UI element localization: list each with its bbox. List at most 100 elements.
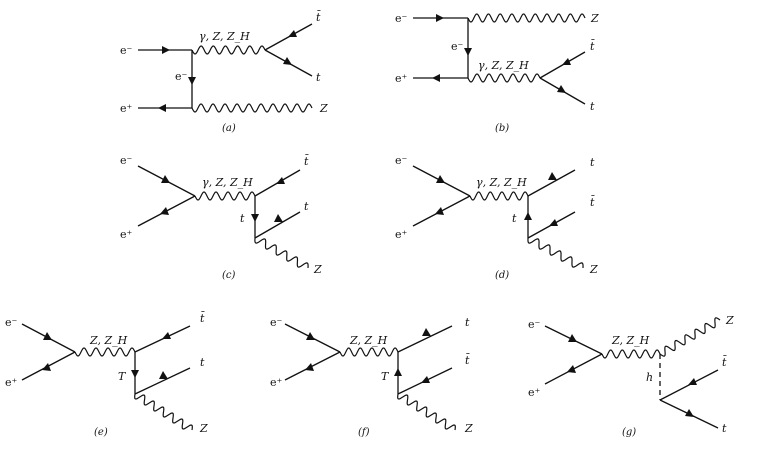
arrow — [421, 376, 430, 383]
label-Z: Z — [725, 314, 734, 327]
label-boson: γ, Z, Z_H — [199, 30, 250, 43]
arrow — [43, 332, 52, 340]
arrow — [568, 334, 577, 342]
label-Z: Z — [464, 422, 473, 435]
label-eminus: e⁻ — [270, 316, 283, 329]
diagram-f: e⁻ e⁺ Z, Z_H T t t̄ Z (f) — [270, 316, 473, 438]
label-eminus-prop: e⁻ — [451, 40, 464, 53]
label-t: t — [316, 71, 321, 84]
z-boson-c — [254, 237, 309, 269]
boson-e — [74, 347, 136, 357]
caption-a: (a) — [222, 123, 236, 134]
label-eminus: e⁻ — [120, 154, 133, 167]
label-eplus: e⁺ — [395, 228, 408, 241]
caption-f: (f) — [358, 427, 370, 438]
label-tbar: t̄ — [304, 155, 309, 168]
arrow — [464, 48, 472, 56]
arrow — [161, 175, 170, 183]
label-t: t — [590, 156, 595, 169]
label-eminus-prop: e⁻ — [175, 70, 188, 83]
arrow — [162, 332, 171, 339]
label-eminus: e⁻ — [5, 316, 18, 329]
label-eminus: e⁻ — [395, 154, 408, 167]
arrow — [524, 212, 532, 220]
label-boson: Z, Z_H — [611, 334, 650, 347]
label-Z: Z — [319, 102, 328, 115]
line-t-d — [527, 169, 576, 197]
caption-e: (e) — [94, 427, 108, 438]
label-eplus: e⁺ — [5, 376, 18, 389]
arrow — [422, 328, 431, 336]
label-t-prop: t — [240, 212, 245, 225]
line-eplus-f — [284, 351, 341, 381]
boson-a — [191, 45, 266, 55]
caption-d: (d) — [495, 270, 509, 281]
label-tbar: t̄ — [590, 196, 595, 209]
z-boson-f — [397, 393, 456, 431]
label-t: t — [304, 200, 309, 213]
label-t: t — [722, 422, 727, 435]
label-Z: Z — [590, 12, 599, 25]
arrow — [562, 58, 571, 65]
label-eminus: e⁻ — [120, 44, 133, 57]
label-eplus: e⁺ — [120, 102, 133, 115]
arrow — [557, 85, 566, 93]
label-eminus: e⁻ — [395, 12, 408, 25]
label-t: t — [590, 100, 595, 113]
label-eplus: e⁺ — [120, 228, 133, 241]
arrow — [159, 371, 168, 379]
label-eminus: e⁻ — [528, 318, 541, 331]
arrow — [283, 57, 292, 65]
label-tbar: t̄ — [465, 354, 470, 367]
arrow — [42, 363, 51, 371]
diagram-c: e⁻ e⁺ γ, Z, Z_H t t̄ t Z (c) — [120, 154, 322, 281]
z-boson-g — [659, 317, 721, 357]
label-tbar: t̄ — [200, 312, 205, 325]
label-tbar: t̄ — [590, 40, 595, 53]
arrow — [306, 332, 315, 340]
z-boson-e — [134, 393, 193, 431]
label-t: t — [465, 316, 470, 329]
label-boson: Z, Z_H — [349, 334, 388, 347]
arrow — [567, 365, 576, 373]
line-t-f — [397, 325, 453, 353]
arrow — [394, 368, 402, 376]
label-tbar: t̄ — [316, 11, 321, 24]
diagram-g: e⁻ e⁺ Z, Z_H h Z t̄ t (g) — [528, 314, 734, 438]
arrow — [436, 14, 444, 22]
arrow — [131, 370, 139, 378]
label-boson: γ, Z, Z_H — [476, 176, 527, 189]
boson-f — [339, 347, 399, 357]
diagram-a: e⁻ e⁺ e⁻ γ, Z, Z_H t̄ t Z (a) — [120, 11, 328, 134]
arrow — [548, 172, 557, 180]
label-tbar: t̄ — [722, 356, 727, 369]
arrow — [436, 175, 445, 183]
label-T-prop: T — [381, 370, 390, 383]
caption-g: (g) — [622, 427, 636, 438]
label-Z: Z — [589, 263, 598, 276]
line-t-c — [254, 211, 301, 239]
label-t-prop: t — [512, 212, 517, 225]
arrow — [435, 207, 444, 215]
diagram-b: e⁻ e⁺ e⁻ γ, Z, Z_H Z t̄ t (b) — [395, 12, 599, 134]
arrow — [688, 378, 697, 385]
label-t: t — [200, 356, 205, 369]
arrow — [158, 104, 166, 112]
label-boson: γ, Z, Z_H — [478, 59, 529, 72]
arrow — [188, 77, 196, 85]
arrow — [160, 207, 169, 215]
boson-c — [194, 191, 256, 201]
z-boson-d — [527, 237, 584, 269]
z-boson-a — [191, 103, 313, 113]
label-eplus: e⁺ — [395, 72, 408, 85]
label-Z: Z — [313, 263, 322, 276]
caption-b: (b) — [495, 123, 509, 134]
arrow — [549, 219, 558, 226]
label-h: h — [646, 371, 653, 384]
label-T-prop: T — [118, 370, 127, 383]
arrow — [276, 177, 285, 184]
arrow — [274, 214, 283, 222]
arrow — [432, 74, 440, 82]
boson-g — [601, 349, 661, 359]
